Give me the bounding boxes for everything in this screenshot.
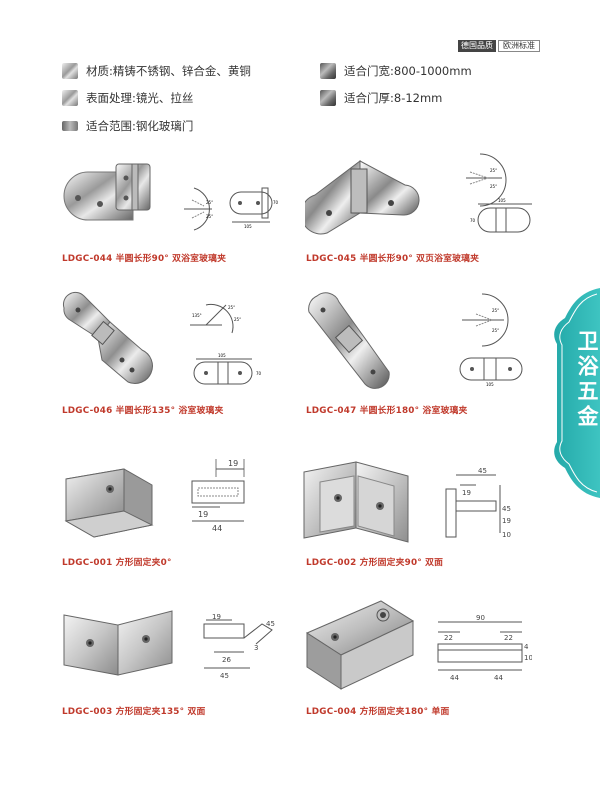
brand-quality: 德国品质 xyxy=(458,40,496,52)
dim-004-right-hole: 22 xyxy=(504,634,513,642)
dim-047-angle-b: 25° xyxy=(492,328,499,333)
glass-icon xyxy=(62,121,78,131)
dim-003-angle-side: 45 xyxy=(266,620,275,628)
product-045-photo xyxy=(305,159,420,235)
dim-004-thickness: 10 xyxy=(524,654,532,662)
product-004-drawing: 90 22 22 4 10 44 44 xyxy=(437,614,532,682)
product-004-caption: LDGC-004 方形固定夹180° 单面 xyxy=(306,707,450,717)
dim-002-thickness: 10 xyxy=(502,531,511,539)
product-002-caption: LDGC-002 方形固定夹90° 双面 xyxy=(306,558,444,568)
spec-surface-text: 表面处理:镜光、拉丝 xyxy=(86,91,194,105)
product-001-drawing: 19 19 44 xyxy=(191,459,245,533)
dim-003-inner: 26 xyxy=(222,656,231,664)
product-044-photo xyxy=(63,163,151,221)
dim-045-height: 70 xyxy=(470,218,476,223)
dim-001-width: 44 xyxy=(212,524,222,533)
dim-002-side: 45 xyxy=(502,505,511,513)
spec-scope: 适合范围:钢化玻璃门 xyxy=(62,118,193,134)
product-046-photo xyxy=(62,291,153,384)
dim-004-left-half: 44 xyxy=(450,674,459,682)
spec-scope-text: 适合范围:钢化玻璃门 xyxy=(86,119,194,133)
product-047-drawing: 25° 25° 105 xyxy=(459,293,523,387)
dim-001-top: 19 xyxy=(228,459,238,468)
dim-046-angle-a: 25° xyxy=(228,305,235,310)
product-046-drawing: 135° 25° 25° 105 70 xyxy=(190,303,262,385)
dim-004-width: 90 xyxy=(476,614,485,622)
dim-001-bottom: 19 xyxy=(198,510,208,519)
product-044-caption: LDGC-044 半圆长形90° 双浴室玻璃夹 xyxy=(62,254,227,264)
dim-045-angle-b: 25° xyxy=(490,184,497,189)
product-003-drawing: 19 45 26 3 45 xyxy=(203,613,275,680)
spec-door-thickness: 适合门厚:8-12mm xyxy=(320,90,442,106)
dim-002-top: 45 xyxy=(478,467,487,475)
dim-046-width: 105 xyxy=(218,353,226,358)
dim-044-angle-b: 25° xyxy=(206,214,213,219)
dim-047-width: 105 xyxy=(486,382,494,387)
surface-icon xyxy=(62,90,78,106)
door-thickness-icon xyxy=(320,90,336,106)
spec-material: 材质:精铸不锈钢、锌合金、黄铜 xyxy=(62,63,251,79)
dim-003-gap: 3 xyxy=(254,644,258,652)
spec-door-thickness-text: 适合门厚:8-12mm xyxy=(344,91,443,105)
dim-004-plate: 4 xyxy=(524,643,529,651)
dim-046-angle-main: 135° xyxy=(192,313,202,318)
product-047-photo xyxy=(308,292,390,389)
spec-door-width-text: 适合门宽:800-1000mm xyxy=(344,64,472,78)
product-003-caption: LDGC-003 方形固定夹135° 双面 xyxy=(62,707,206,717)
section-tab xyxy=(554,288,600,498)
dim-044-width: 105 xyxy=(244,224,252,229)
spec-door-width: 适合门宽:800-1000mm xyxy=(320,63,472,79)
dim-044-height: 70 xyxy=(273,200,279,205)
product-047-caption: LDGC-047 半圆长形180° 浴室玻璃夹 xyxy=(306,406,468,416)
dim-046-height: 70 xyxy=(256,371,262,376)
spec-surface: 表面处理:镜光、拉丝 xyxy=(62,90,193,106)
product-003-photo xyxy=(63,610,173,676)
material-icon xyxy=(62,63,78,79)
spec-material-text: 材质:精铸不锈钢、锌合金、黄铜 xyxy=(86,64,251,78)
dim-004-right-half: 44 xyxy=(494,674,503,682)
product-001-photo xyxy=(64,468,154,538)
door-width-icon xyxy=(320,63,336,79)
dim-002-inner: 19 xyxy=(462,489,471,497)
dim-002-side-inner: 19 xyxy=(502,517,511,525)
product-004-photo xyxy=(305,600,415,690)
product-046-caption: LDGC-046 半圆长形135° 浴室玻璃夹 xyxy=(62,406,224,416)
product-045-caption: LDGC-045 半圆长形90° 双页浴室玻璃夹 xyxy=(306,254,480,264)
product-002-drawing: 45 19 45 19 10 xyxy=(445,467,511,539)
dim-044-angle-a: 25° xyxy=(206,200,213,205)
section-tab-label: 卫浴五金 xyxy=(575,330,599,430)
dim-045-width: 105 xyxy=(498,198,506,203)
dim-045-angle-a: 25° xyxy=(490,168,497,173)
brand-standard: 欧洲标准 xyxy=(498,40,540,52)
product-002-photo xyxy=(303,461,409,543)
dim-047-angle-a: 25° xyxy=(492,308,499,313)
dim-003-top: 19 xyxy=(212,613,221,621)
product-044-drawing: 25° 25° 70 105 xyxy=(184,187,279,231)
product-001-caption: LDGC-001 方形固定夹0° xyxy=(62,558,172,568)
dim-046-angle-b: 25° xyxy=(234,317,241,322)
brand-tag: 德国品质 欧洲标准 xyxy=(458,40,540,52)
dim-004-left-hole: 22 xyxy=(444,634,453,642)
product-045-drawing: 25° 25° 105 70 xyxy=(466,153,532,233)
dim-003-width: 45 xyxy=(220,672,229,680)
